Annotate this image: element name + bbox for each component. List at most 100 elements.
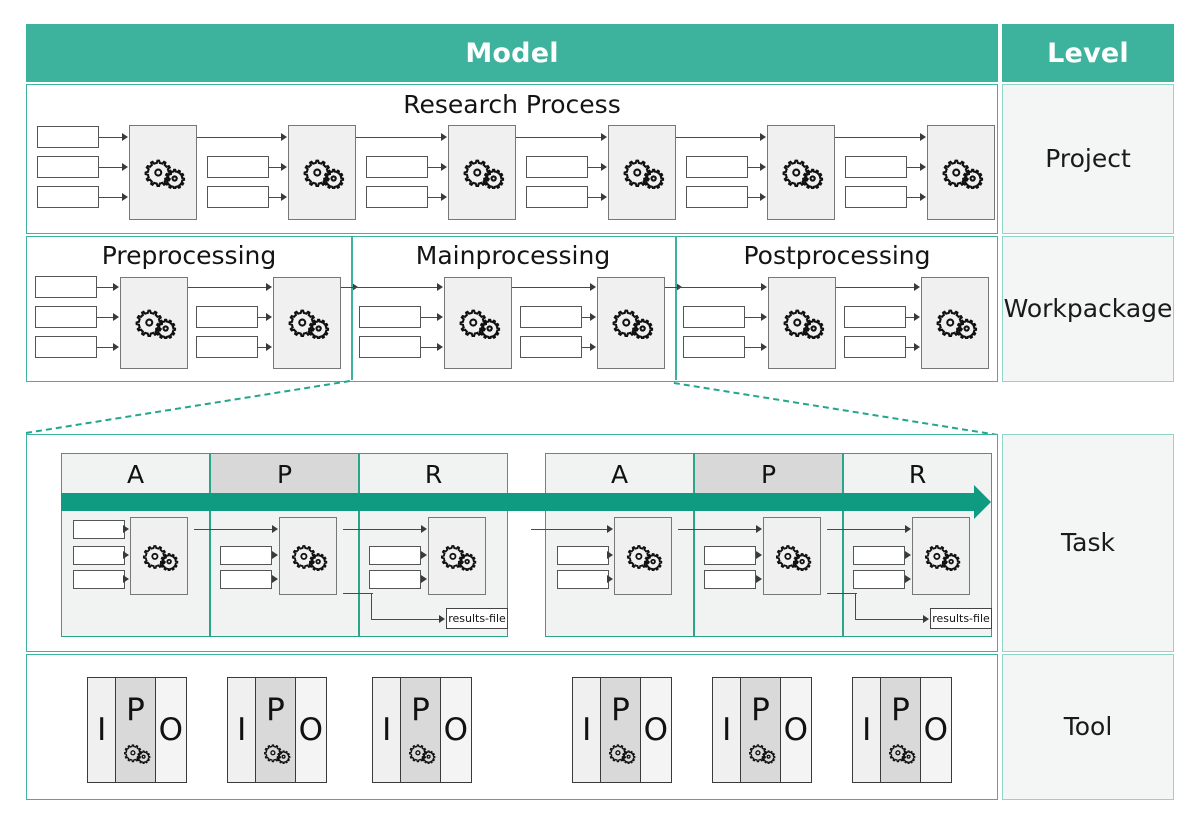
arrow-head xyxy=(123,551,129,560)
process-box xyxy=(120,277,188,369)
process-box xyxy=(597,277,665,369)
tool-process-col: P xyxy=(256,678,296,782)
phase-label-R: R xyxy=(908,459,927,489)
carry-arrow xyxy=(194,529,273,531)
level-label-line: Task xyxy=(1061,527,1115,557)
input-box xyxy=(196,336,258,358)
tool-output-col: O xyxy=(920,678,951,782)
arrow-head xyxy=(590,313,596,322)
level-header: Level xyxy=(1002,24,1174,82)
tool-input-col: I xyxy=(88,678,117,782)
stage-link-arrow xyxy=(188,287,267,289)
flow-line xyxy=(371,593,373,619)
process-box xyxy=(444,277,512,369)
carry-arrow xyxy=(343,529,422,531)
zoom-connector-right xyxy=(673,382,998,436)
model-header: Model xyxy=(26,24,998,82)
input-arrow xyxy=(99,137,123,139)
tool-output-col: O xyxy=(780,678,811,782)
input-arrow xyxy=(97,347,114,349)
process-box xyxy=(448,125,516,220)
input-arrow xyxy=(99,167,123,169)
project-row: Research Process xyxy=(26,84,998,234)
level-label-line: Tool xyxy=(1063,711,1113,741)
input-arrow xyxy=(906,347,915,349)
input-box xyxy=(196,306,258,328)
input-box xyxy=(359,306,421,328)
process-box xyxy=(279,517,337,595)
arrow-head xyxy=(590,283,596,292)
input-arrow xyxy=(421,317,438,319)
input-box xyxy=(369,569,421,589)
input-arrow xyxy=(582,317,591,319)
input-arrow xyxy=(745,347,762,349)
section-carry-arrow xyxy=(341,287,353,289)
input-box xyxy=(557,569,609,589)
arrow-head xyxy=(421,551,427,560)
process-box xyxy=(921,277,989,369)
arrow-head xyxy=(437,283,443,292)
level-label-line: Work xyxy=(1003,293,1067,323)
stage-link-arrow xyxy=(836,287,915,289)
input-box xyxy=(206,156,269,178)
arrow-head xyxy=(905,525,911,534)
stage-link-arrow xyxy=(516,137,602,139)
section-title: Preprocessing xyxy=(101,241,277,270)
arrow-head xyxy=(600,163,607,172)
arrow-head xyxy=(439,615,445,624)
branch-line xyxy=(827,593,857,595)
arrow-head xyxy=(914,343,920,352)
input-box xyxy=(683,306,745,328)
process-box xyxy=(768,277,836,369)
input-arrow xyxy=(258,317,267,319)
input-arrow xyxy=(745,317,762,319)
phase-label-A: A xyxy=(610,459,629,489)
section-divider xyxy=(675,237,677,380)
input-box xyxy=(366,186,429,208)
arrow-head xyxy=(123,525,129,534)
arrow-head xyxy=(760,193,767,202)
input-box xyxy=(685,186,748,208)
input-box xyxy=(73,519,125,539)
arrow-head xyxy=(761,343,767,352)
input-box xyxy=(853,569,905,589)
input-arrow xyxy=(268,197,283,199)
tool-output-col: O xyxy=(295,678,326,782)
carry-arrow xyxy=(351,287,438,289)
arrow-head xyxy=(905,551,911,560)
tool-output-col: O xyxy=(155,678,186,782)
process-box xyxy=(273,277,341,369)
section-divider xyxy=(351,237,353,380)
tool-input-col: I xyxy=(228,678,257,782)
arrow-head xyxy=(760,163,767,172)
carry-arrow xyxy=(678,529,757,531)
arrow-head xyxy=(421,525,427,534)
input-box xyxy=(844,306,906,328)
input-arrow xyxy=(588,167,602,169)
input-box xyxy=(704,569,756,589)
branch-line xyxy=(343,593,373,595)
arrow-head xyxy=(272,575,278,584)
process-box xyxy=(927,125,995,220)
input-box xyxy=(520,306,582,328)
arrow-head xyxy=(761,313,767,322)
input-box xyxy=(557,545,609,565)
arrow-head xyxy=(905,575,911,584)
input-box xyxy=(526,186,588,208)
process-box xyxy=(614,517,672,595)
input-arrow xyxy=(268,167,283,169)
arrow-head xyxy=(756,575,762,584)
tool-process-col: P xyxy=(741,678,781,782)
input-arrow xyxy=(428,197,442,199)
input-arrow xyxy=(906,317,915,319)
stage-link-arrow xyxy=(356,137,442,139)
level-cell-tool: Tool xyxy=(1002,654,1174,800)
level-cell-task: Task xyxy=(1002,434,1174,652)
input-arrow xyxy=(907,167,921,169)
